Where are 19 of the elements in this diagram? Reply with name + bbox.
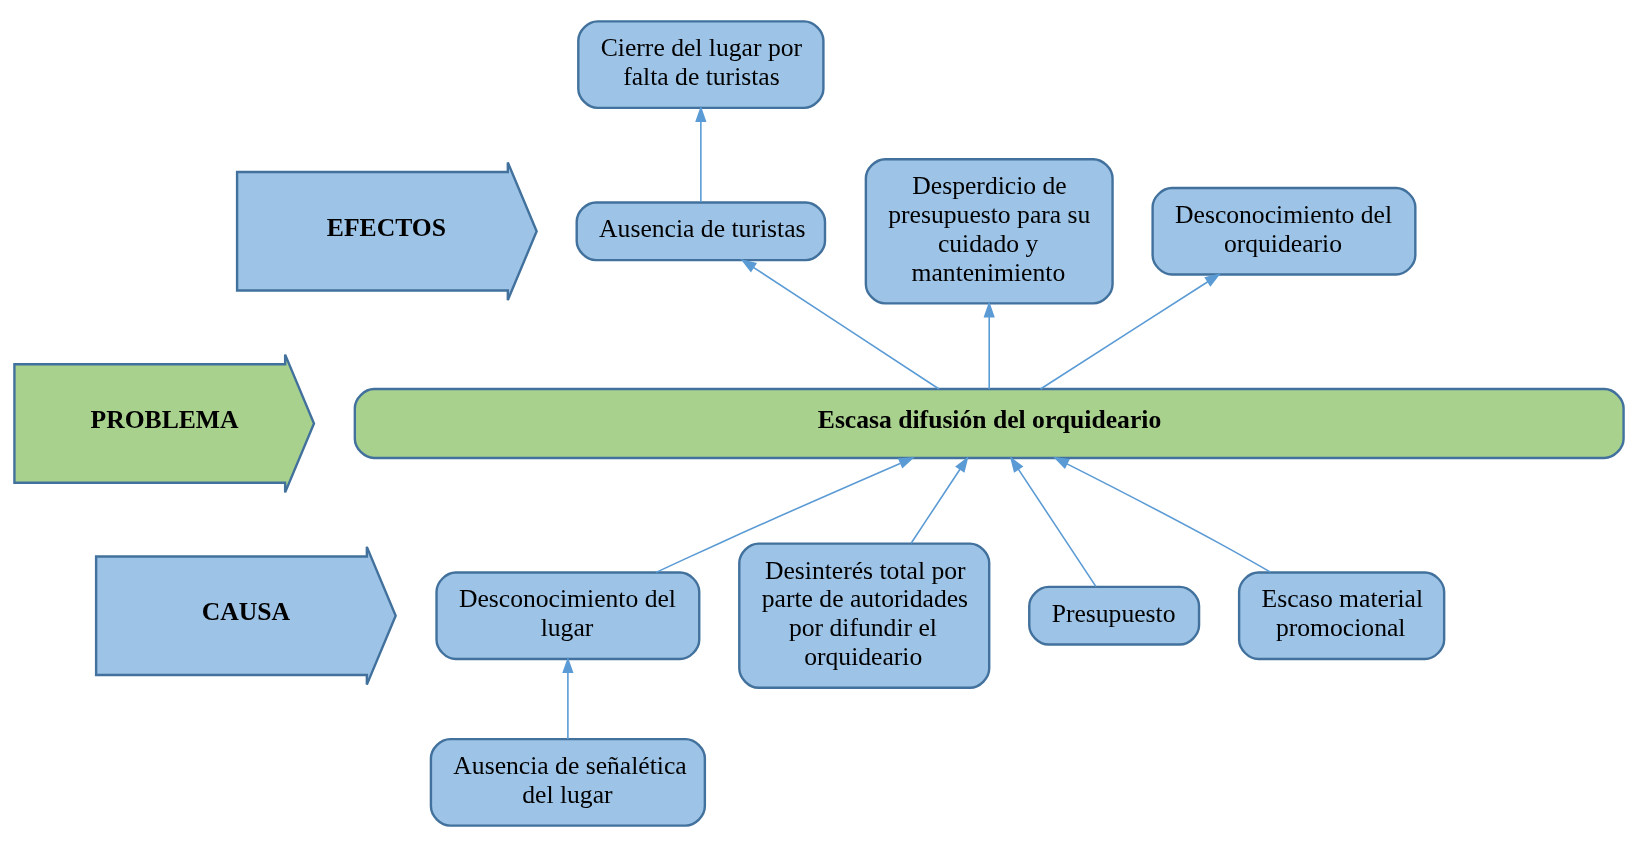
arrow	[910, 455, 969, 544]
arrow	[1009, 455, 1097, 587]
node-box: Escaso material promocional	[1237, 570, 1446, 660]
arrow	[740, 258, 940, 390]
arrow	[655, 456, 915, 573]
node-box: Ausencia de señalética del lugar	[429, 737, 707, 827]
arrow	[1053, 456, 1272, 573]
arrow	[1039, 272, 1221, 390]
node-box: Ausencia de turistas	[575, 200, 827, 261]
node-box: Cierre del lugar por falta de turistas	[577, 19, 825, 109]
arrow	[562, 656, 574, 740]
node-box: Desperdicio de presupuesto para su cuidado y mantenimiento	[864, 157, 1114, 305]
node-box: Desconocimiento del orquideario	[1151, 186, 1417, 276]
arrow	[983, 300, 995, 390]
node-box: Desconocimiento del lugar	[435, 570, 701, 660]
arrow	[695, 105, 707, 203]
node-box: Desinterés total por parte de autoridades por difundir el orquideario	[738, 541, 991, 689]
node-box: Presupuesto	[1028, 585, 1201, 646]
node-box: Escasa difusión del orquideario	[353, 387, 1625, 459]
